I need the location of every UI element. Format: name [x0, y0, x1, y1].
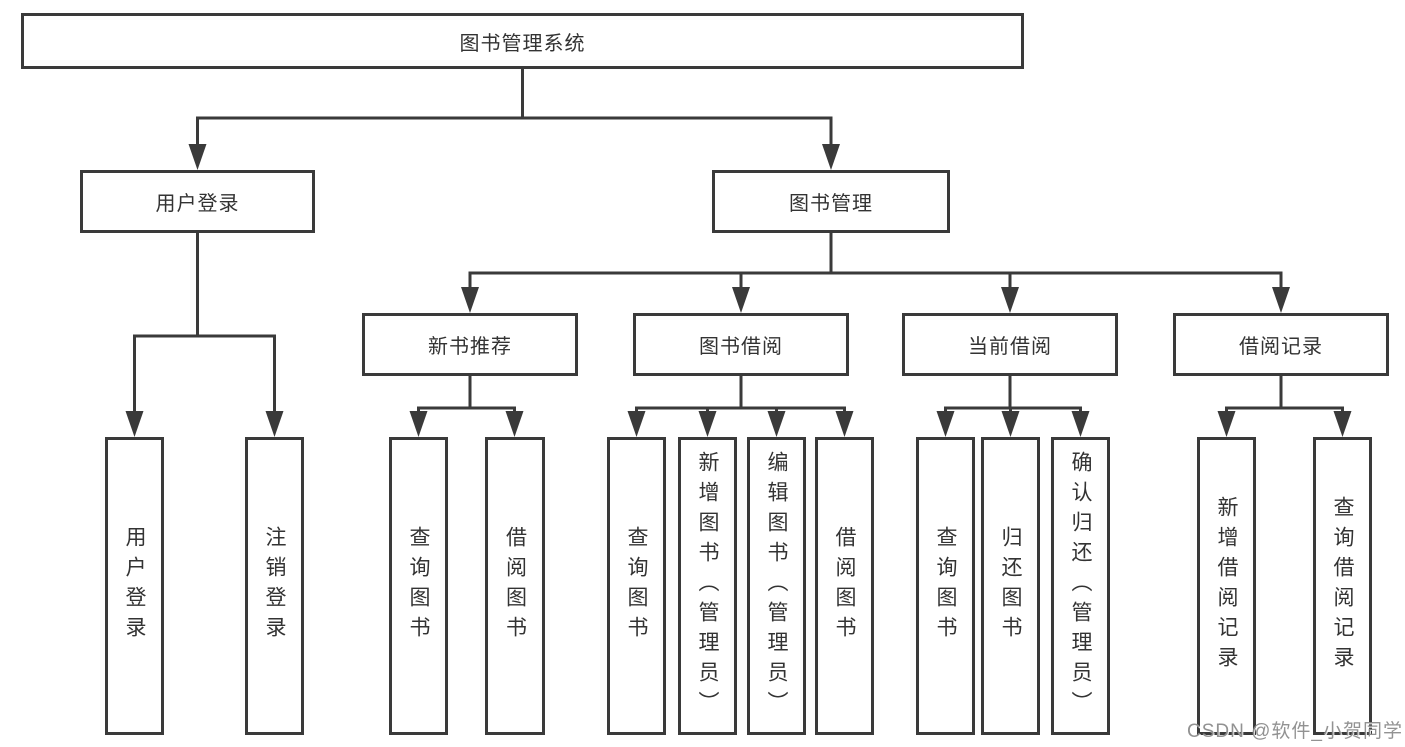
- node-new-book-recommend: 新书推荐: [362, 313, 578, 376]
- node-root-label: 图书管理系统: [459, 32, 586, 55]
- leaf-borrow-books-1-label: 借阅图书: [503, 526, 527, 646]
- node-borrow-records-label: 借阅记录: [1239, 336, 1323, 358]
- node-user-login-label: 用户登录: [155, 193, 240, 215]
- node-current-borrowing-label: 当前借阅: [968, 336, 1052, 358]
- leaf-edit-book-admin: 编辑图书（管理员）: [747, 437, 806, 735]
- node-new-book-recommend-label: 新书推荐: [428, 336, 512, 358]
- node-book-management: 图书管理: [712, 170, 950, 233]
- csdn-watermark: CSDN @软件_小贺同学: [1187, 721, 1403, 742]
- leaf-query-books-1-label: 查询图书: [407, 526, 430, 646]
- node-user-login: 用户登录: [80, 170, 315, 233]
- leaf-edit-book-admin-label: 编辑图书（管理员）: [765, 451, 788, 721]
- leaf-query-books-2-label: 查询图书: [625, 526, 648, 646]
- connector-user-login-children: [125, 233, 284, 437]
- leaf-query-books-3: 查询图书: [916, 437, 975, 735]
- leaf-confirm-return-admin-label: 确认归还（管理员）: [1069, 451, 1092, 721]
- leaf-query-books-2: 查询图书: [607, 437, 666, 735]
- leaf-borrow-books-2: 借阅图书: [815, 437, 874, 735]
- leaf-user-login: 用户登录: [105, 437, 164, 735]
- connector-root-to-level2: [188, 69, 840, 170]
- node-book-management-label: 图书管理: [789, 193, 873, 215]
- leaf-borrow-books-1: 借阅图书: [485, 437, 545, 735]
- connector-book-mgmt-to-level3: [461, 233, 1290, 313]
- leaf-confirm-return-admin: 确认归还（管理员）: [1051, 437, 1110, 735]
- node-borrow-records: 借阅记录: [1173, 313, 1389, 376]
- leaf-return-book-label: 归还图书: [999, 526, 1022, 646]
- connector-current-borrow-children: [936, 376, 1090, 437]
- leaf-query-borrow-record-label: 查询借阅记录: [1331, 496, 1354, 676]
- connector-borrow-records-children: [1217, 376, 1352, 437]
- node-root-library-system: 图书管理系统: [21, 13, 1024, 69]
- leaf-logout-label: 注销登录: [263, 526, 286, 646]
- leaf-query-borrow-record: 查询借阅记录: [1313, 437, 1372, 735]
- leaf-add-borrow-record: 新增借阅记录: [1197, 437, 1256, 735]
- leaf-query-books-1: 查询图书: [389, 437, 448, 735]
- leaf-borrow-books-2-label: 借阅图书: [833, 526, 856, 646]
- node-book-borrowing-label: 图书借阅: [699, 336, 783, 358]
- leaf-add-borrow-record-label: 新增借阅记录: [1215, 496, 1238, 676]
- connector-new-book-rec-children: [409, 376, 524, 437]
- leaf-return-book: 归还图书: [981, 437, 1040, 735]
- node-book-borrowing: 图书借阅: [633, 313, 849, 376]
- connector-book-borrow-children: [627, 376, 854, 437]
- node-current-borrowing: 当前借阅: [902, 313, 1118, 376]
- leaf-add-book-admin: 新增图书（管理员）: [678, 437, 737, 735]
- leaf-add-book-admin-label: 新增图书（管理员）: [696, 451, 719, 721]
- leaf-query-books-3-label: 查询图书: [934, 526, 957, 646]
- leaf-user-login-label: 用户登录: [123, 526, 146, 646]
- leaf-logout: 注销登录: [245, 437, 304, 735]
